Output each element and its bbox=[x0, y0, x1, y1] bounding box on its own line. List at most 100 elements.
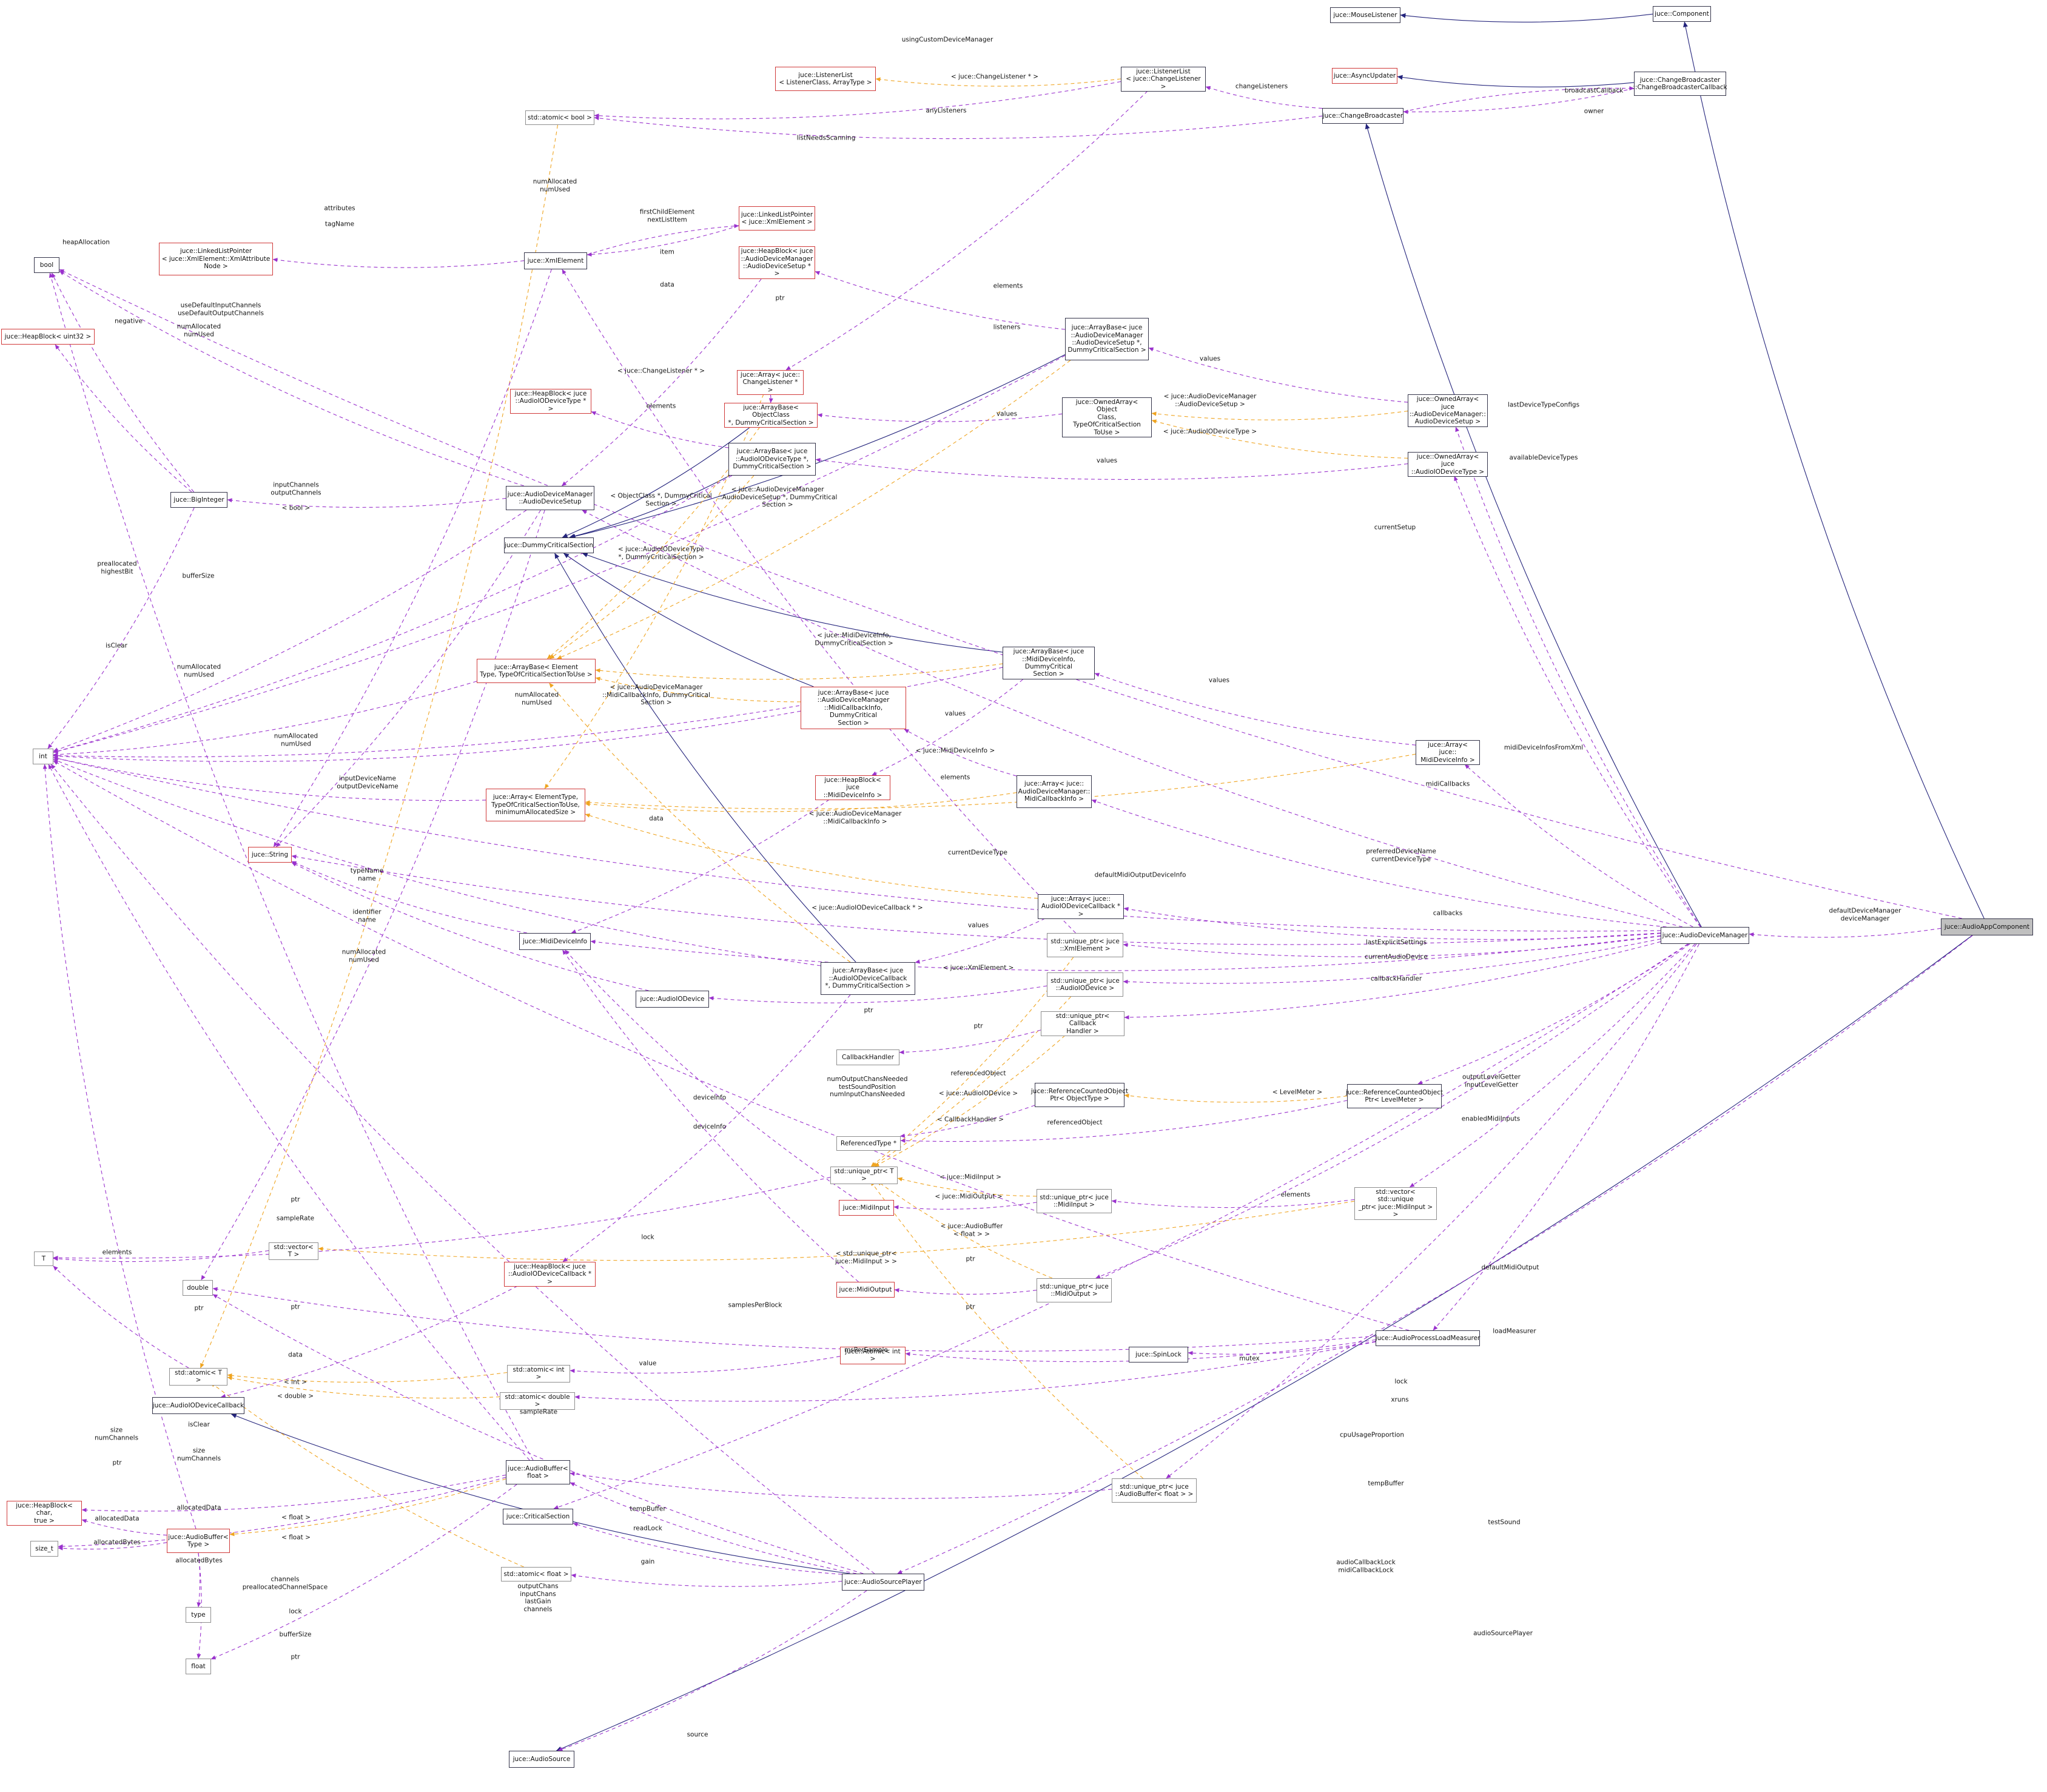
diagram-node-audiobuffer-type[interactable]: juce::AudioBuffer< Type > bbox=[167, 1529, 230, 1553]
diagram-node-string[interactable]: juce::String bbox=[248, 847, 292, 863]
diagram-node-mdi[interactable]: juce::MidiDeviceInfo bbox=[519, 933, 591, 950]
diagram-node-dummy-cs[interactable]: juce::DummyCriticalSection bbox=[504, 537, 594, 553]
diagram-node-atomic-float[interactable]: std::atomic< float > bbox=[501, 1567, 571, 1581]
diagram-node-hb-iodt[interactable]: juce::HeapBlock< juce ::AudioIODeviceTyp… bbox=[510, 389, 591, 414]
diagram-node-ab-mci[interactable]: juce::ArrayBase< juce ::AudioDeviceManag… bbox=[801, 687, 906, 729]
edge-audio-device-manager-to-rcop-lm bbox=[1417, 943, 1689, 1085]
diagram-node-heapblock-uint32[interactable]: juce::HeapBlock< uint32 > bbox=[1, 329, 95, 345]
edge-ab-ads-to-ab-et bbox=[556, 360, 1071, 659]
diagram-node-listenerlist-cl[interactable]: juce::ListenerList < juce::ChangeListene… bbox=[1121, 67, 1206, 92]
diagram-node-oa-iodt[interactable]: juce::OwnedArray< juce ::AudioIODeviceTy… bbox=[1408, 452, 1488, 477]
edge-audio-app-component-to-component bbox=[1683, 21, 1985, 919]
diagram-node-bool[interactable]: bool bbox=[34, 257, 59, 273]
diagram-node-hb-ads[interactable]: juce::HeapBlock< juce ::AudioDeviceManag… bbox=[739, 246, 815, 279]
edge-label: gain bbox=[640, 1558, 655, 1566]
edge-listenerlist-cl-to-listenerlist-t bbox=[875, 77, 1121, 87]
diagram-node-owned-t[interactable]: juce::OwnedArray< Object Class, TypeOfCr… bbox=[1062, 397, 1152, 437]
diagram-node-mouse-listener[interactable]: juce::MouseListener bbox=[1330, 7, 1400, 23]
edge-label: values bbox=[1208, 676, 1230, 684]
diagram-node-audio-app-component[interactable]: juce::AudioAppComponent bbox=[1941, 918, 2033, 935]
diagram-node-llp-xmlel[interactable]: juce::LinkedListPointer < juce::XmlEleme… bbox=[739, 206, 815, 231]
diagram-node-crit-sec[interactable]: juce::CriticalSection bbox=[503, 1509, 573, 1524]
diagram-node-size-t[interactable]: size_t bbox=[30, 1541, 58, 1557]
edge-label: bufferSize bbox=[279, 1631, 312, 1639]
edge-label: channels preallocatedChannelSpace bbox=[242, 1575, 328, 1591]
edge-up-mo-to-midi-out bbox=[894, 1288, 1037, 1295]
diagram-node-up-cbh[interactable]: std::unique_ptr< Callback Handler > bbox=[1041, 1011, 1124, 1037]
diagram-node-float[interactable]: float bbox=[186, 1659, 211, 1674]
diagram-node-heapblock-char-true[interactable]: juce::HeapBlock< char, true > bbox=[7, 1501, 82, 1526]
diagram-node-ab-iodc[interactable]: juce::ArrayBase< juce ::AudioIODeviceCal… bbox=[821, 962, 915, 995]
diagram-node-atomic-bool[interactable]: std::atomic< bool > bbox=[525, 110, 594, 125]
diagram-node-loadm[interactable]: juce::AudioProcessLoadMeasurer bbox=[1376, 1330, 1480, 1346]
edge-adm-ads-to-double bbox=[201, 510, 545, 1281]
edge-label: < juce::ChangeListener * > bbox=[617, 367, 705, 375]
diagram-node-vec-up-mi[interactable]: std::vector< std::unique _ptr< juce::Mid… bbox=[1354, 1187, 1437, 1220]
diagram-node-iodc[interactable]: juce::AudioIODeviceCallback bbox=[152, 1397, 244, 1414]
diagram-node-midi-out[interactable]: juce::MidiOutput bbox=[836, 1282, 895, 1298]
edge-label: defaultMidiOutput bbox=[1481, 1264, 1539, 1272]
diagram-node-t[interactable]: T bbox=[34, 1251, 53, 1266]
diagram-node-up-xml[interactable]: std::unique_ptr< juce ::XmlElement > bbox=[1047, 933, 1123, 957]
diagram-node-ab-mdi[interactable]: juce::ArrayBase< juce ::MidiDeviceInfo, … bbox=[1003, 647, 1095, 679]
diagram-node-rcop-lm[interactable]: juce::ReferenceCountedObject Ptr< LevelM… bbox=[1346, 1084, 1443, 1108]
edge-label: preferredDeviceName currentDeviceType bbox=[1366, 847, 1436, 863]
edge-label: numAllocated numUsed bbox=[176, 323, 221, 338]
diagram-node-xml-element[interactable]: juce::XmlElement bbox=[524, 252, 587, 269]
diagram-node-vec-t[interactable]: std::vector< T > bbox=[269, 1242, 318, 1260]
diagram-node-audio-device-manager[interactable]: juce::AudioDeviceManager bbox=[1661, 927, 1749, 944]
diagram-node-up-mi[interactable]: std::unique_ptr< juce ::MidiInput > bbox=[1037, 1189, 1112, 1213]
diagram-node-audio-source[interactable]: juce::AudioSource bbox=[509, 1751, 574, 1768]
diagram-node-ab-et[interactable]: juce::ArrayBase< Element Type, TypeOfCri… bbox=[477, 659, 596, 683]
edge-ab-iodt-to-int bbox=[53, 475, 733, 753]
diagram-node-adm-ads[interactable]: juce::AudioDeviceManager ::AudioDeviceSe… bbox=[506, 486, 594, 510]
diagram-node-oa-ads[interactable]: juce::OwnedArray< juce ::AudioDeviceMana… bbox=[1408, 394, 1488, 427]
diagram-node-up-iod[interactable]: std::unique_ptr< juce ::AudioIODevice > bbox=[1047, 972, 1123, 997]
diagram-node-reft[interactable]: ReferencedType * bbox=[836, 1136, 901, 1151]
edge-audio-device-manager-to-oa-iodt bbox=[1454, 476, 1701, 928]
diagram-node-spinlock[interactable]: juce::SpinLock bbox=[1129, 1347, 1188, 1363]
diagram-node-atomic-double[interactable]: std::atomic< double > bbox=[500, 1392, 575, 1410]
diagram-node-midi-in[interactable]: juce::MidiInput bbox=[839, 1200, 894, 1216]
diagram-node-rcop-ot[interactable]: juce::ReferenceCountedObject Ptr< Object… bbox=[1031, 1083, 1128, 1107]
diagram-node-audio-source-player[interactable]: juce::AudioSourcePlayer bbox=[842, 1574, 924, 1591]
diagram-node-llp-xmlattr[interactable]: juce::LinkedListPointer < juce::XmlEleme… bbox=[159, 243, 273, 275]
diagram-node-biginteger[interactable]: juce::BigInteger bbox=[170, 492, 227, 508]
diagram-node-iod[interactable]: juce::AudioIODevice bbox=[636, 991, 709, 1008]
diagram-node-arr-cl[interactable]: juce::Array< juce:: ChangeListener * > bbox=[737, 370, 804, 396]
edge-label: size numChannels bbox=[176, 1447, 221, 1462]
diagram-node-up-t[interactable]: std::unique_ptr< T > bbox=[830, 1167, 898, 1184]
diagram-node-change-broadcaster[interactable]: juce::ChangeBroadcaster bbox=[1322, 108, 1403, 124]
diagram-node-listenerlist-t[interactable]: juce::ListenerList < ListenerClass, Arra… bbox=[775, 67, 876, 91]
diagram-node-ab-f[interactable]: juce::AudioBuffer< float > bbox=[506, 1460, 570, 1484]
diagram-node-hb-mdi[interactable]: juce::HeapBlock< juce ::MidiDeviceInfo > bbox=[815, 775, 890, 801]
diagram-node-ab-oc[interactable]: juce::ArrayBase< ObjectClass *, DummyCri… bbox=[724, 403, 818, 428]
edge-label: loadMeasurer bbox=[1493, 1327, 1536, 1335]
edge-label: < juce::MidiInput > bbox=[939, 1173, 1001, 1181]
diagram-node-type[interactable]: type bbox=[186, 1607, 211, 1623]
diagram-node-double[interactable]: double bbox=[183, 1280, 213, 1296]
diagram-node-component[interactable]: juce::Component bbox=[1653, 6, 1711, 22]
diagram-node-cbc[interactable]: juce::ChangeBroadcaster ::ChangeBroadcas… bbox=[1633, 72, 1727, 96]
diagram-node-ab-ads[interactable]: juce::ArrayBase< juce ::AudioDeviceManag… bbox=[1065, 318, 1149, 360]
diagram-node-ab-iodt[interactable]: juce::ArrayBase< juce ::AudioIODeviceTyp… bbox=[728, 443, 816, 476]
diagram-node-up-abf[interactable]: std::unique_ptr< juce ::AudioBuffer< flo… bbox=[1112, 1478, 1197, 1503]
diagram-node-atomic-t[interactable]: std::atomic< T > bbox=[169, 1368, 227, 1386]
edge-label: values bbox=[967, 921, 989, 929]
diagram-node-int[interactable]: int bbox=[33, 749, 53, 764]
diagram-node-atomic-int-juce[interactable]: juce::Atomic< int > bbox=[840, 1347, 906, 1364]
diagram-node-arr-mdi[interactable]: juce::Array< juce:: MidiDeviceInfo > bbox=[1416, 740, 1480, 766]
diagram-node-hb-iodc[interactable]: juce::HeapBlock< juce ::AudioIODeviceCal… bbox=[504, 1262, 596, 1287]
diagram-node-arr-mci[interactable]: juce::Array< juce:: AudioDeviceManager::… bbox=[1017, 775, 1092, 808]
diagram-node-cbh[interactable]: CallbackHandler bbox=[836, 1049, 899, 1065]
edge-ab-ads-to-int bbox=[53, 355, 1066, 753]
edge-label: < float > bbox=[281, 1534, 311, 1541]
diagram-node-arr-iodc[interactable]: juce::Array< juce:: AudioIODeviceCallbac… bbox=[1038, 894, 1124, 920]
diagram-node-async-updater[interactable]: juce::AsyncUpdater bbox=[1332, 68, 1397, 84]
edge-label: elements bbox=[646, 402, 676, 410]
diagram-node-up-mo[interactable]: std::unique_ptr< juce ::MidiOutput > bbox=[1037, 1278, 1112, 1302]
diagram-node-atomic-int[interactable]: std::atomic< int > bbox=[507, 1365, 570, 1383]
diagram-node-arr-et[interactable]: juce::Array< ElementType, TypeOfCritical… bbox=[486, 789, 585, 821]
edge-ab-ads-to-hb-ads bbox=[815, 271, 1066, 330]
edge-audio-app-component-to-audio-device-manager bbox=[1749, 928, 1941, 938]
